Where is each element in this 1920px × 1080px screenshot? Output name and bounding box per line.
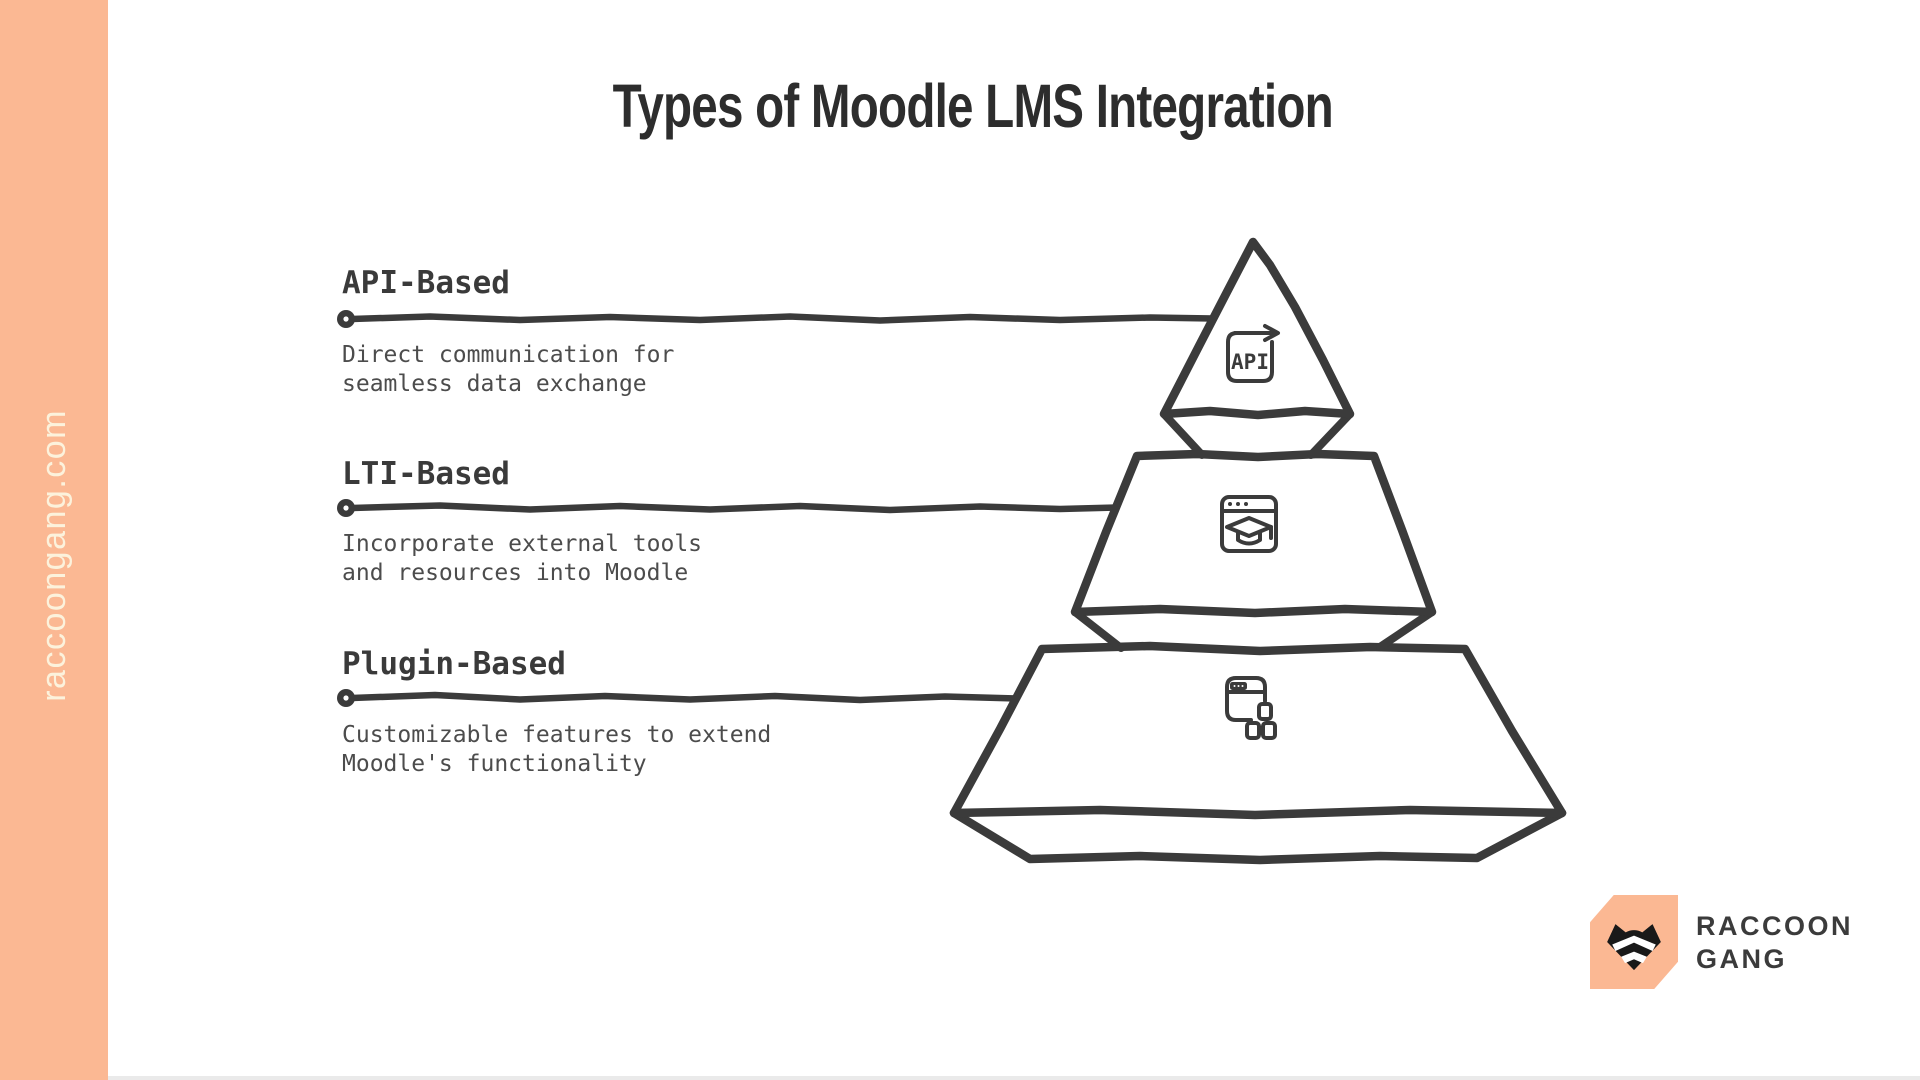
page-title: Types of Moodle LMS Integration	[612, 72, 1334, 140]
item-heading-api-based: API-Based	[342, 265, 510, 301]
pyramid-base-rim	[949, 808, 1567, 865]
bottom-hairline	[108, 1076, 1920, 1080]
item-description-api-based: Direct communication for seamless data e…	[342, 342, 675, 397]
api-icon-label: API	[1231, 350, 1269, 374]
pyramid-neck-1	[1160, 410, 1206, 459]
logo-mark	[1590, 895, 1678, 989]
item-description-lti-based: Incorporate external tools and resources…	[342, 531, 703, 586]
logo-text-line1: RACCOON	[1696, 911, 1853, 941]
item-heading-plugin-based: Plugin-Based	[342, 646, 566, 682]
sidebar: raccoongang.com	[0, 0, 108, 1080]
pyramid-tier-api	[1159, 237, 1355, 420]
browser-graduation-cap-icon	[1220, 495, 1278, 553]
logo-text-line2: GANG	[1696, 944, 1787, 974]
item-heading-lti-based: LTI-Based	[342, 456, 510, 492]
browser-plugin-blocks-icon	[1225, 676, 1277, 740]
pyramid-neck-2	[1071, 608, 1125, 652]
item-description-plugin-based: Customizable features to extend Moodle's…	[342, 722, 772, 777]
raccoon-face-icon	[1607, 924, 1661, 971]
api-document-arrow-icon: API	[1226, 324, 1280, 383]
connector-line-api	[337, 310, 1217, 328]
connector-line-plugin	[337, 689, 1021, 707]
connector-line-lti	[337, 499, 1121, 517]
title-wrap: Types of Moodle LMS Integration	[26, 76, 1920, 137]
